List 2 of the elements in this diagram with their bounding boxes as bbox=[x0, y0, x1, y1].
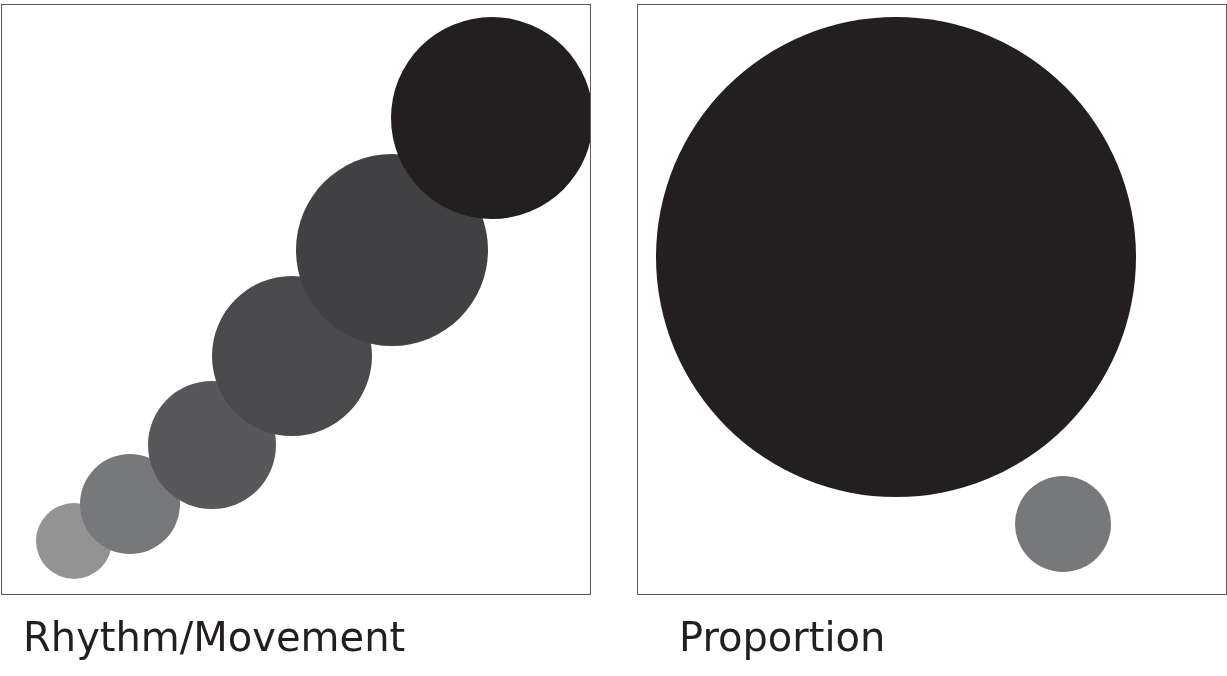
panel-caption: Rhythm/Movement bbox=[23, 613, 406, 661]
panel-caption: Proportion bbox=[679, 613, 886, 661]
